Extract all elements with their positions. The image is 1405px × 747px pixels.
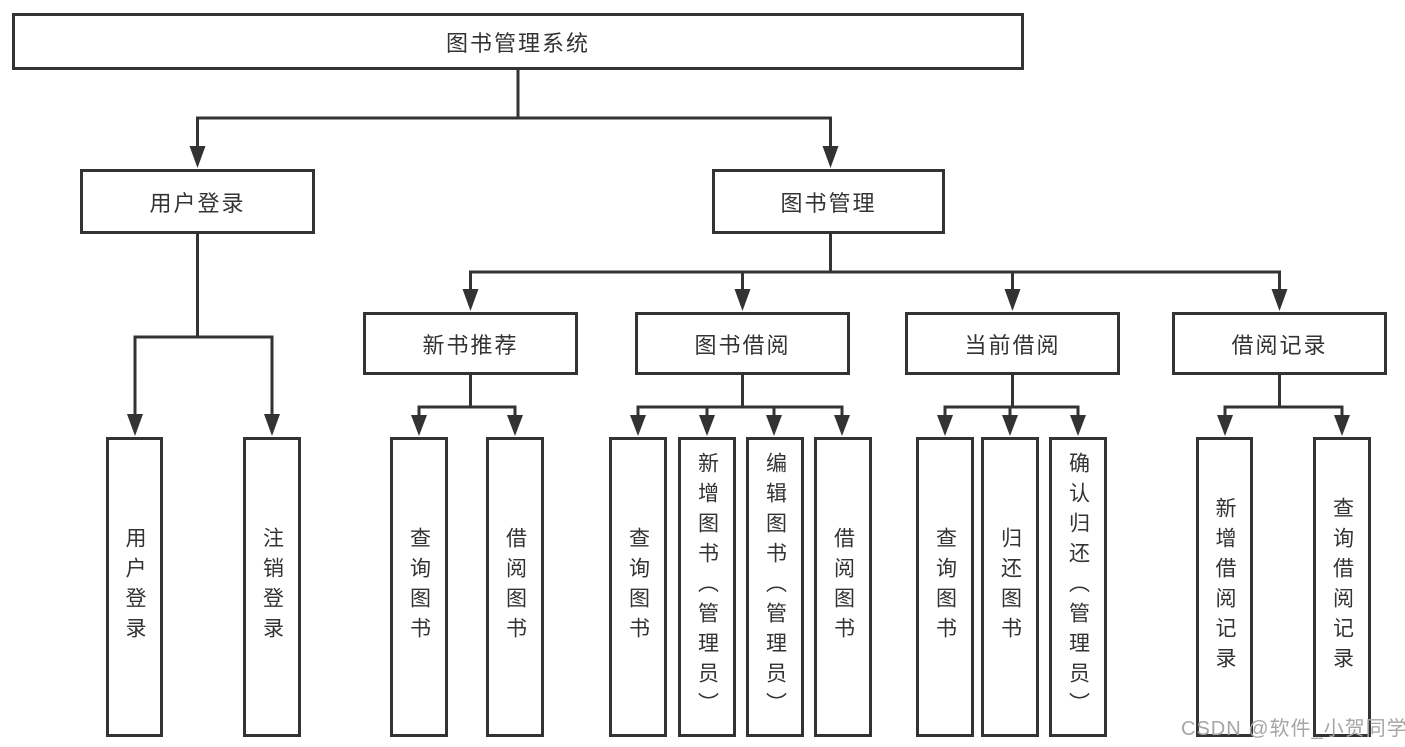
node-leaf-search-books-recommend: 查询图书	[390, 437, 448, 737]
arrowhead-icon	[1004, 289, 1021, 311]
arrowhead-icon	[699, 415, 715, 436]
arrowhead-icon	[189, 146, 206, 168]
arrowhead-icon	[1334, 415, 1350, 436]
node-leaf-return-books: 归还图书	[981, 437, 1039, 737]
node-borrowing-records: 借阅记录	[1172, 312, 1387, 375]
node-book-management: 图书管理	[712, 169, 945, 234]
node-leaf-borrow-books-recommend: 借阅图书	[486, 437, 544, 737]
arrowhead-icon	[1271, 289, 1288, 311]
arrowhead-icon	[1217, 415, 1233, 436]
arrowhead-icon	[937, 415, 953, 436]
node-leaf-add-borrow-record: 新增借阅记录	[1196, 437, 1253, 737]
node-book-borrowing: 图书借阅	[635, 312, 850, 375]
arrowhead-icon	[630, 415, 646, 436]
node-leaf-search-books-borrow: 查询图书	[609, 437, 667, 737]
arrowhead-icon	[462, 289, 479, 311]
arrowhead-icon	[507, 415, 523, 436]
node-user-login: 用户登录	[80, 169, 315, 234]
arrowhead-icon	[264, 414, 280, 436]
node-new-book-recommendation: 新书推荐	[363, 312, 578, 375]
arrowhead-icon	[127, 414, 143, 436]
arrowhead-icon	[766, 415, 782, 436]
node-current-borrowing: 当前借阅	[905, 312, 1120, 375]
node-leaf-edit-books-admin: 编辑图书（管理员）	[746, 437, 804, 737]
node-leaf-logout-login: 注销登录	[243, 437, 301, 737]
arrowhead-icon	[834, 415, 850, 436]
arrowhead-icon	[822, 146, 839, 168]
arrowhead-icon	[1070, 415, 1086, 436]
node-leaf-search-books-current: 查询图书	[916, 437, 974, 737]
node-leaf-borrow-books: 借阅图书	[814, 437, 872, 737]
arrowhead-icon	[411, 415, 427, 436]
node-leaf-add-books-admin: 新增图书（管理员）	[678, 437, 736, 737]
arrowhead-icon	[1002, 415, 1018, 436]
node-leaf-user-login: 用户登录	[106, 437, 163, 737]
node-leaf-confirm-return-admin: 确认归还（管理员）	[1049, 437, 1107, 737]
arrowhead-icon	[734, 289, 751, 311]
node-leaf-search-borrow-record: 查询借阅记录	[1313, 437, 1371, 737]
node-root: 图书管理系统	[12, 13, 1024, 70]
csdn-watermark: CSDN @软件_小贺同学	[1181, 718, 1405, 740]
